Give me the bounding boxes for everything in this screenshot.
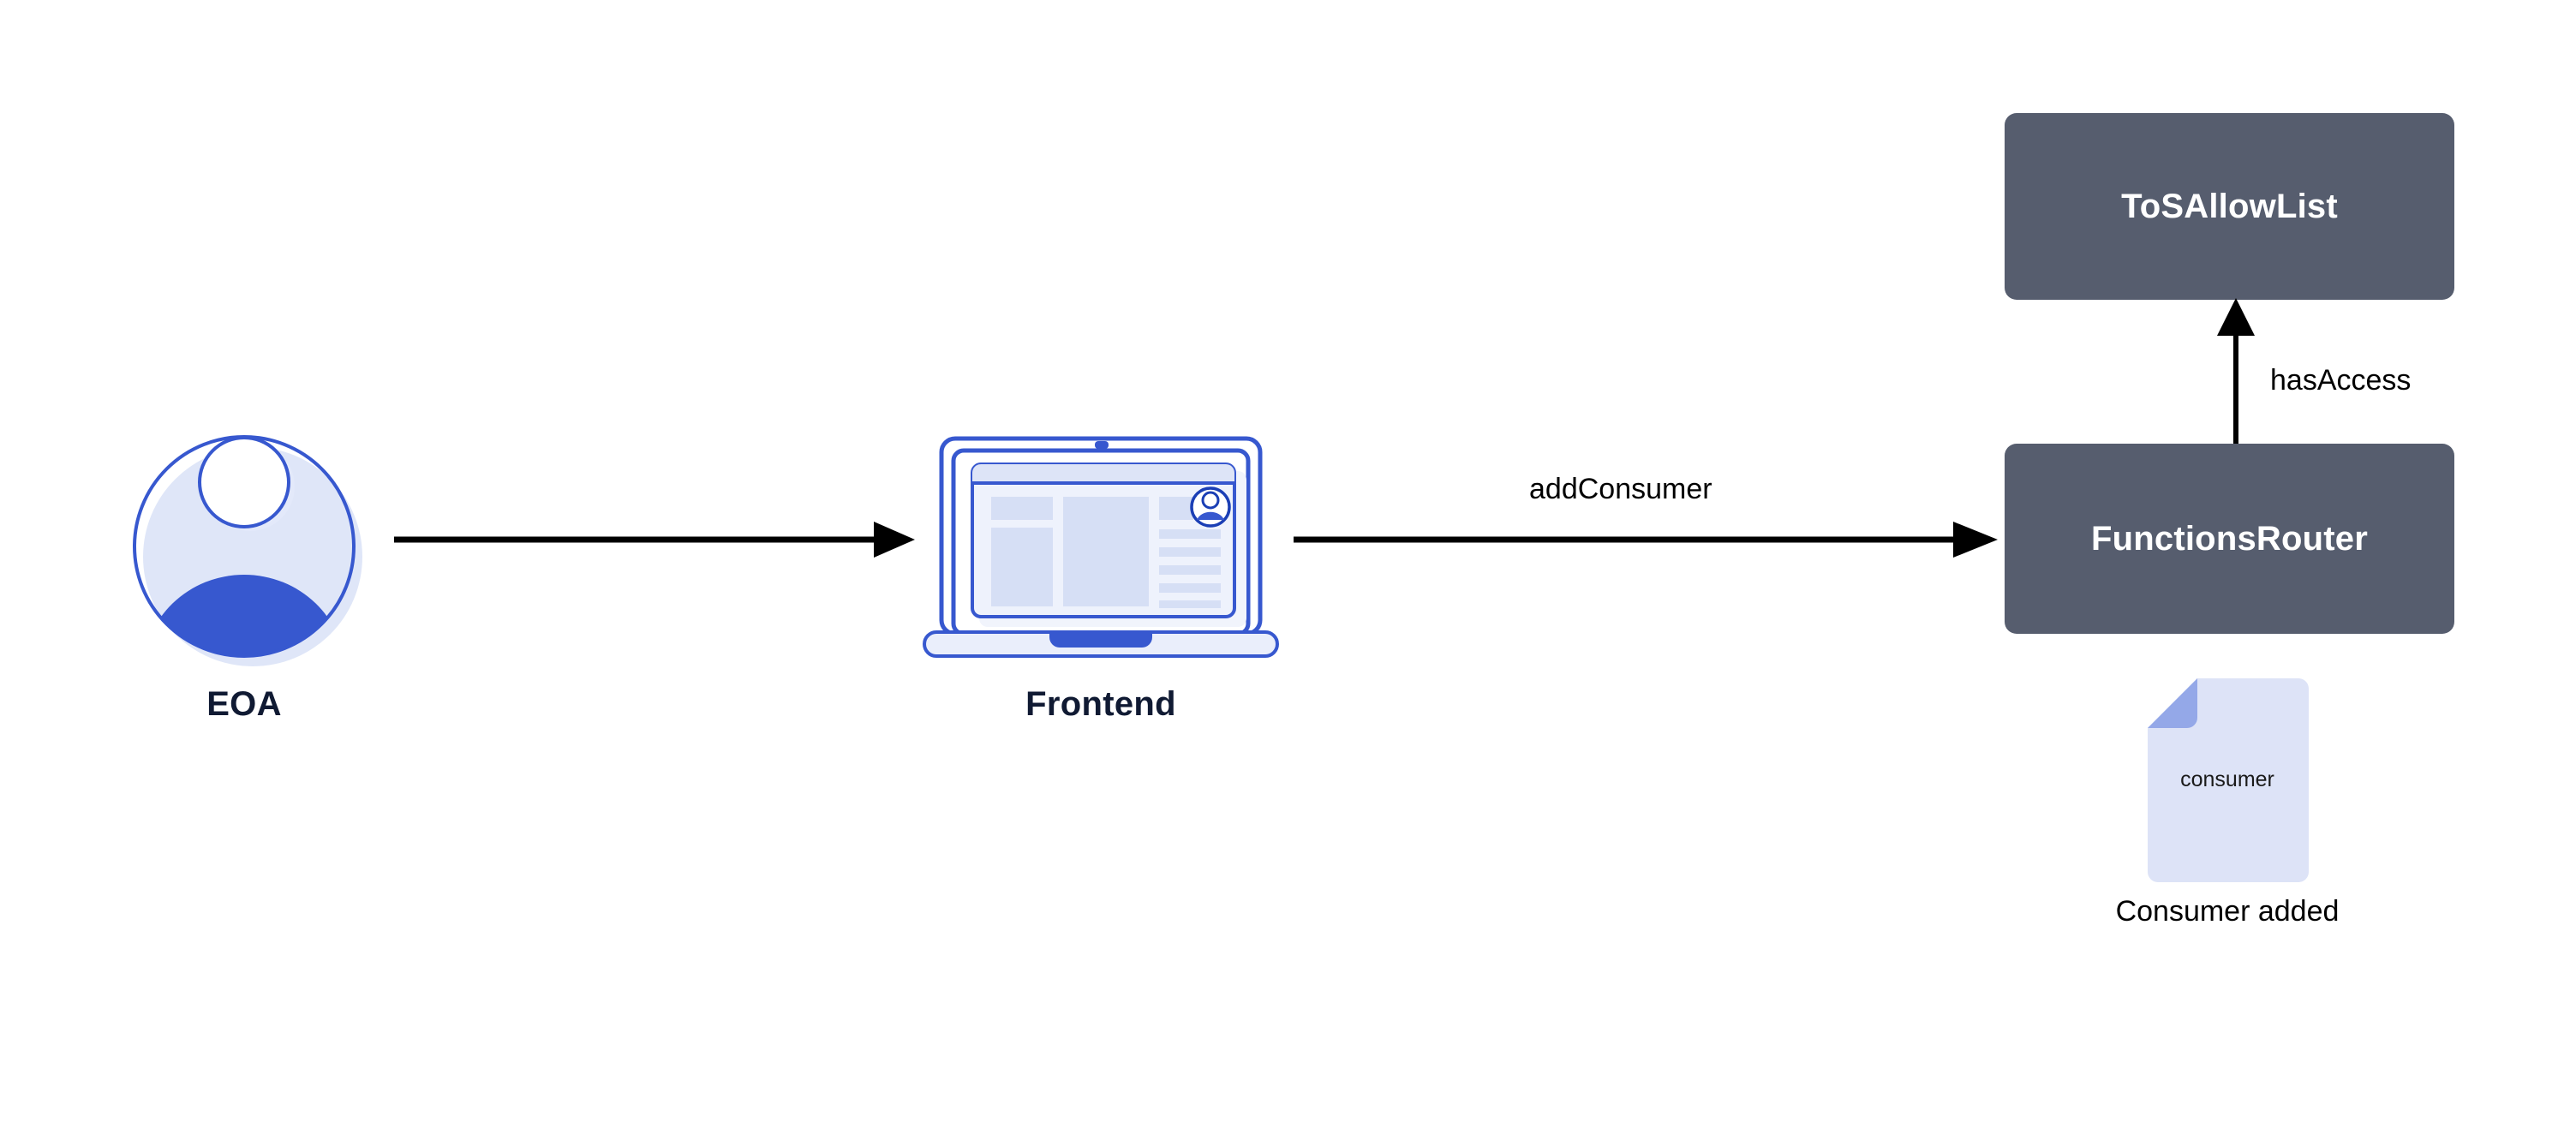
document-icon [2146, 677, 2309, 882]
arrow-eoa-to-frontend [394, 522, 915, 558]
actor-label-frontend: Frontend [1025, 685, 1176, 723]
edge-label-add-consumer: addConsumer [1529, 473, 1712, 505]
laptop-icon [912, 428, 1289, 677]
contract-box-tos-allow-list[interactable]: ToSAllowList [2005, 113, 2454, 300]
contract-box-functions-router[interactable]: FunctionsRouter [2005, 444, 2454, 634]
user-avatar-icon [120, 420, 368, 677]
arrow-router-to-tos-allow-list [2217, 298, 2255, 448]
artifact-caption-consumer-added: Consumer added [2115, 895, 2340, 928]
artifact-node-consumer[interactable]: consumer Consumer added [2116, 677, 2339, 934]
contract-label-functions-router: FunctionsRouter [2091, 520, 2368, 558]
actor-node-eoa[interactable]: EOA [120, 420, 368, 762]
contract-label-tos-allow-list: ToSAllowList [2121, 188, 2338, 225]
edge-label-has-access: hasAccess [2270, 364, 2412, 397]
actor-node-frontend[interactable]: Frontend [912, 428, 1289, 771]
actor-label-eoa: EOA [206, 685, 282, 723]
arrow-frontend-to-router [1294, 522, 1998, 558]
